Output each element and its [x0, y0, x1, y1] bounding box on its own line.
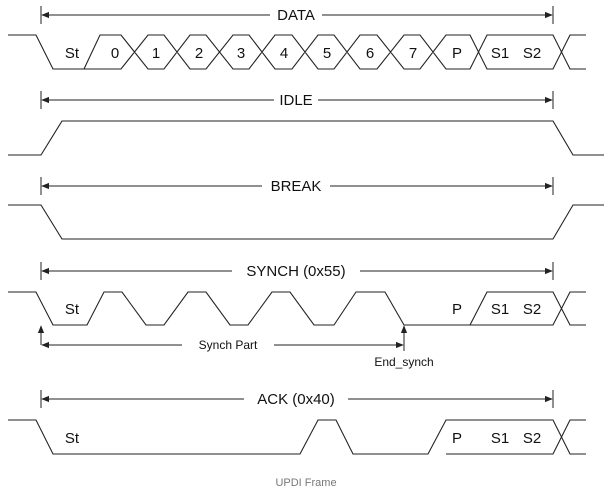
data-slot-bit1: 1 — [152, 45, 160, 62]
synch-part-label: Synch Part — [199, 338, 258, 352]
break-title: BREAK — [271, 178, 322, 195]
break-frame: BREAK — [8, 177, 604, 240]
data-slot-bit2: 2 — [195, 45, 203, 62]
data-slot-bit3: 3 — [237, 45, 245, 62]
synch-stop1-label: S1 — [491, 301, 509, 318]
synch-frame: SYNCH (0x55) St P S1 S2 Synch Part End_s… — [8, 262, 586, 369]
data-slot-start: St — [65, 45, 80, 62]
synch-part-label-bg — [182, 338, 274, 352]
idle-title-bg — [274, 91, 318, 109]
ack-stop1-label: S1 — [491, 430, 509, 447]
ack-title: ACK (0x40) — [257, 391, 335, 408]
idle-frame: IDLE — [8, 91, 604, 156]
data-slot-stop1: S1 — [491, 45, 509, 62]
synch-end-label: End_synch — [374, 355, 433, 369]
synch-parity-label: P — [452, 301, 462, 318]
data-slot-bit0: 0 — [111, 45, 119, 62]
synch-start-label: St — [65, 301, 80, 318]
synch-waveform — [8, 291, 586, 326]
synch-title: SYNCH (0x55) — [246, 263, 345, 280]
break-title-bg — [262, 177, 330, 195]
data-waveform — [8, 34, 586, 70]
data-frame: DATA St 0 1 2 3 4 5 6 7 P S1 S2 — [8, 6, 586, 70]
ack-parity-label: P — [452, 430, 462, 447]
data-slot-bit7: 7 — [409, 45, 417, 62]
synch-title-bg — [232, 262, 360, 280]
figure-caption: UPDI Frame — [275, 477, 336, 489]
data-title-bg — [270, 6, 322, 24]
data-slot-bit6: 6 — [366, 45, 374, 62]
ack-waveform — [8, 419, 586, 455]
data-slot-bit5: 5 — [323, 45, 331, 62]
ack-frame: ACK (0x40) St P S1 S2 — [8, 390, 586, 455]
ack-start-label: St — [65, 430, 80, 447]
synch-stop2-label: S2 — [523, 301, 541, 318]
data-slot-stop2: S2 — [523, 45, 541, 62]
break-waveform — [8, 204, 604, 240]
ack-stop2-label: S2 — [523, 430, 541, 447]
idle-title: IDLE — [279, 92, 312, 109]
ack-title-bg — [244, 390, 348, 408]
data-slot-bit4: 4 — [280, 45, 288, 62]
idle-waveform — [8, 120, 604, 156]
data-slot-parity: P — [452, 45, 462, 62]
data-title: DATA — [277, 7, 315, 24]
